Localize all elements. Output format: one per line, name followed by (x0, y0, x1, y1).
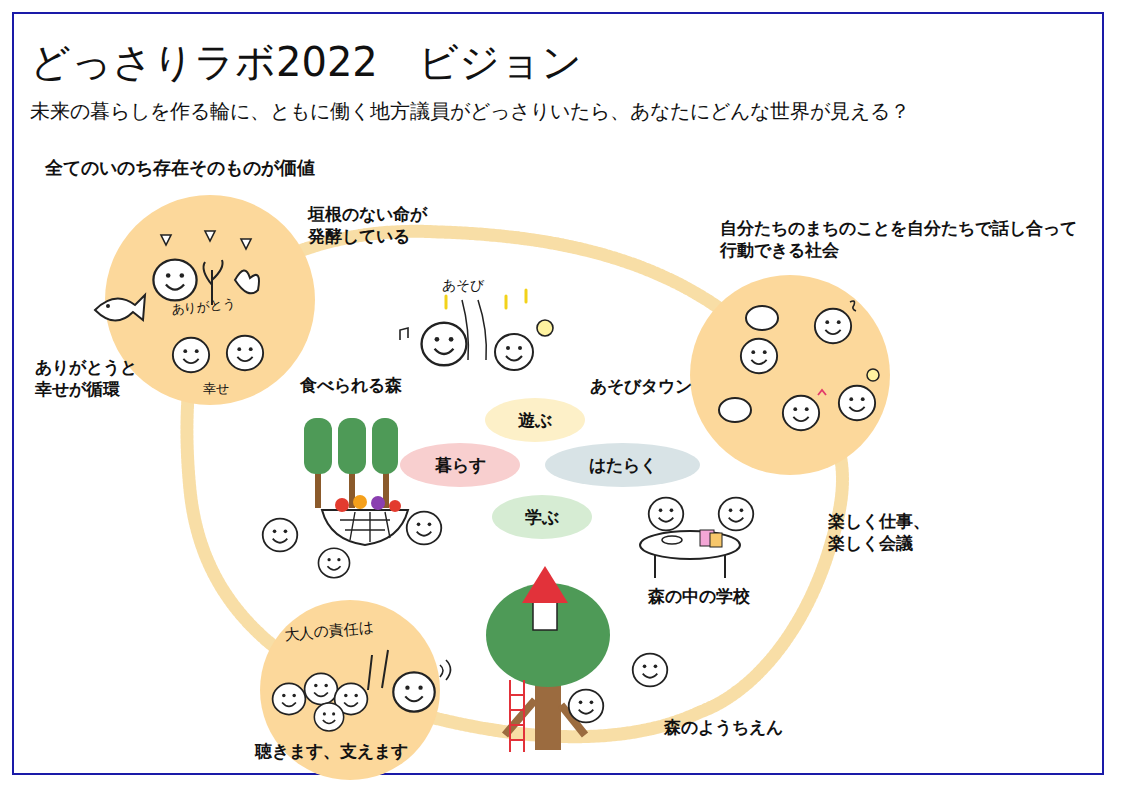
subtitle: 未来の暮らしを作る輪に、ともに働く地方議員がどっさりいたら、あなたにどんな世界が… (30, 98, 910, 124)
scene-label: 森の中の学校 (648, 585, 750, 607)
activity-name: はたらく (589, 454, 657, 476)
activity-ellipse: はたらく (545, 443, 700, 487)
activity-name: 遊ぶ (518, 409, 552, 431)
school-in-forest (640, 498, 753, 578)
handwritten-note: あそび (442, 276, 484, 294)
activity-ellipse: 暮らす (400, 443, 520, 487)
node-text: 幸せ (203, 381, 229, 398)
top-right-figures (719, 301, 879, 430)
node-text: 聴きます、支えます (255, 740, 408, 762)
activity-ellipse: 学ぶ (492, 495, 592, 539)
scene-label: 食べられる森 (300, 374, 402, 396)
node-text: 大人の責任は (283, 618, 374, 645)
scene-label: 垣根のない命が 発酵している (308, 203, 458, 247)
edible-forest (263, 418, 442, 578)
activity-ellipse: 遊ぶ (485, 398, 585, 442)
scene-label: 楽しく仕事、 楽しく会議 (828, 510, 948, 554)
forest-kindergarten (486, 566, 667, 752)
scene-label: 森のようちえん (664, 716, 783, 738)
activity-name: 学ぶ (525, 506, 559, 528)
scene-label: あそびタウン (590, 375, 692, 397)
adults-figures (273, 650, 451, 731)
theme-label: 全てのいのち存在そのものが価値 (45, 156, 315, 179)
scene-label: ありがとうと 幸せが循環 (35, 356, 155, 400)
vision-circle: 自分たちのまちのことを自分たちで話し合って行動できる社会 (690, 275, 890, 475)
title: どっさりラボ2022 ビジョン (30, 36, 582, 88)
top-left-figures (95, 231, 263, 372)
activity-name: 暮らす (435, 454, 486, 476)
center-singers (400, 290, 553, 370)
node-text: 自分たちのまちのことを自分たちで話し合って行動できる社会 (720, 217, 1090, 261)
